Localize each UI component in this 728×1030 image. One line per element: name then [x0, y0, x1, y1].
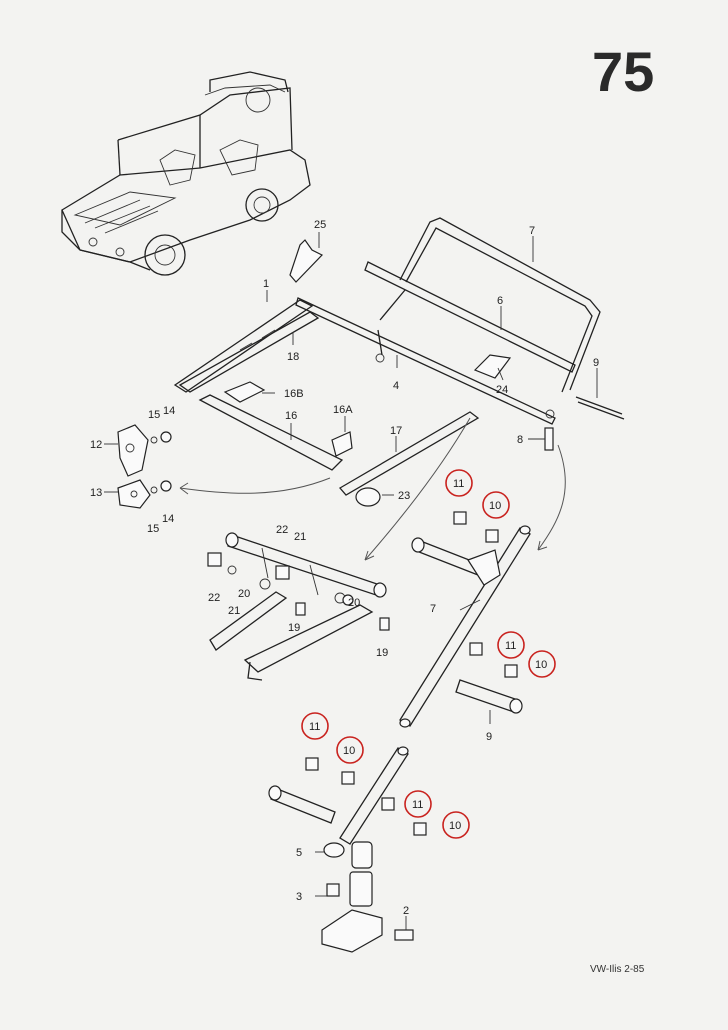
callout-16B: 16B [284, 388, 304, 400]
callout-19-right: 19 [376, 647, 388, 659]
callout-15-lower: 15 [147, 523, 159, 535]
highlight-circle [442, 811, 470, 839]
callout-9-lower: 9 [486, 731, 492, 743]
callout-14-lower: 14 [162, 513, 174, 525]
callout-11: 11 [309, 721, 320, 733]
callout-4: 4 [393, 380, 399, 392]
callout-25: 25 [314, 219, 326, 231]
callout-15-upper: 15 [148, 409, 160, 421]
callout-12: 12 [90, 439, 102, 451]
highlight-circle [336, 736, 364, 764]
highlight-circle [497, 631, 525, 659]
callout-11: 11 [453, 478, 464, 490]
page-number: 75 [592, 40, 655, 103]
hinge-parts-left [117, 381, 480, 509]
highlight-circle [482, 491, 510, 519]
hinge-parts-middle [207, 417, 471, 681]
callout-24: 24 [496, 384, 508, 396]
callout-22-right: 22 [276, 524, 288, 536]
callout-16: 16 [285, 410, 297, 422]
arrow-to-detail [537, 444, 566, 551]
highlight-circles [301, 469, 556, 839]
vehicle-illustration [61, 71, 311, 276]
callout-18: 18 [287, 351, 299, 363]
callout-2: 2 [403, 905, 409, 917]
callout-10: 10 [449, 820, 461, 832]
callout-11: 11 [505, 640, 516, 652]
callout-22-left: 22 [208, 592, 220, 604]
callout-10: 10 [489, 500, 501, 512]
callout-3: 3 [296, 891, 302, 903]
callout-8: 8 [517, 434, 523, 446]
callout-20-right: 20 [348, 597, 360, 609]
upper-frame-assembly [173, 217, 625, 451]
callout-10: 10 [343, 745, 355, 757]
callout-7-lower: 7 [430, 603, 436, 615]
callout-17: 17 [390, 425, 402, 437]
highlight-circle [301, 712, 329, 740]
callout-labels: 1 2 3 4 5 6 7 7 8 9 9 10 10 10 10 11 11 … [90, 219, 599, 917]
callout-23: 23 [398, 490, 410, 502]
highlight-circle [445, 469, 473, 497]
callout-21-right: 21 [294, 531, 306, 543]
callout-21-left: 21 [228, 605, 240, 617]
callout-20-left: 20 [238, 588, 250, 600]
callout-7-upper: 7 [529, 225, 535, 237]
callout-16A: 16A [333, 404, 353, 416]
tube-assembly [399, 511, 531, 728]
callout-6: 6 [497, 295, 503, 307]
callout-11: 11 [412, 799, 423, 811]
callout-19-left: 19 [288, 622, 300, 634]
callout-5: 5 [296, 847, 302, 859]
leader-lines [104, 232, 598, 930]
callout-1: 1 [263, 278, 269, 290]
lower-assembly [268, 746, 427, 953]
highlight-circle [404, 790, 432, 818]
footer-code: VW-Ilis 2-85 [590, 964, 645, 975]
callout-13: 13 [90, 487, 102, 499]
callout-10: 10 [535, 659, 547, 671]
arrow-head [537, 540, 548, 551]
highlight-circle [528, 650, 556, 678]
callout-9-upper: 9 [593, 357, 599, 369]
callout-14-upper: 14 [163, 405, 175, 417]
